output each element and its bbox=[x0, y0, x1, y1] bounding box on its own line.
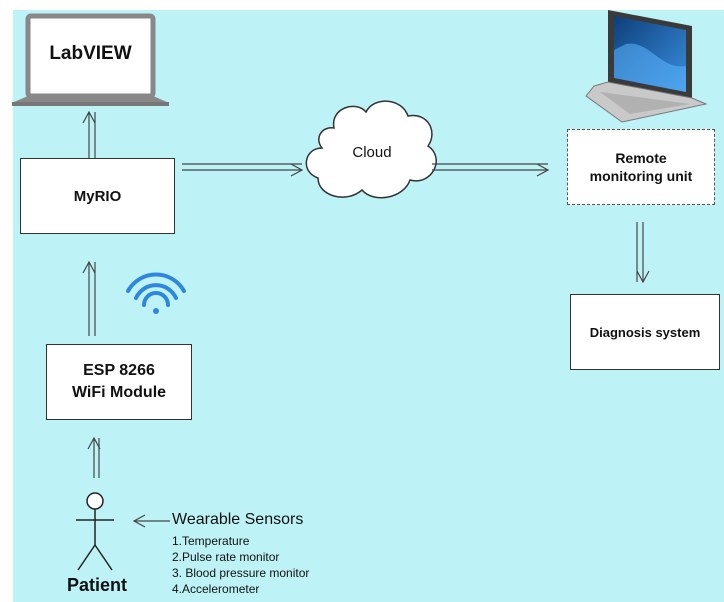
sensor-list: 1.Temperature 2.Pulse rate monitor 3. Bl… bbox=[172, 533, 309, 597]
sensor-item: 4.Accelerometer bbox=[172, 582, 260, 596]
sensor-item: 2.Pulse rate monitor bbox=[172, 550, 280, 564]
wearable-sensors-title: Wearable Sensors bbox=[172, 511, 304, 528]
myrio-label: MyRIO bbox=[73, 187, 122, 205]
cloud-icon bbox=[305, 100, 437, 199]
diagnosis-system-label: Diagnosis system bbox=[589, 324, 701, 340]
laptop-icon bbox=[12, 13, 169, 106]
flow-arrows bbox=[82, 110, 650, 528]
arrow-remote-to-diagnosis bbox=[636, 222, 650, 284]
labview-label: LabVIEW bbox=[49, 43, 132, 64]
sensor-item: 1.Temperature bbox=[172, 534, 250, 548]
arrow-myrio-to-cloud bbox=[182, 163, 304, 177]
wifi-icon bbox=[126, 272, 186, 314]
myrio-box: MyRIO bbox=[20, 158, 175, 234]
arrow-cloud-to-remote bbox=[432, 163, 550, 177]
remote-monitoring-label: Remote monitoring unit bbox=[589, 149, 693, 184]
remote-monitoring-box: Remote monitoring unit bbox=[567, 129, 715, 205]
esp8266-box: ESP 8266 WiFi Module bbox=[46, 344, 192, 420]
patient-label: Patient bbox=[66, 575, 127, 595]
arrow-patient-to-esp bbox=[87, 436, 101, 478]
arrow-esp-to-myrio bbox=[82, 260, 96, 336]
person-icon bbox=[76, 492, 114, 571]
diagnosis-system-box: Diagnosis system bbox=[570, 294, 720, 370]
esp8266-label: ESP 8266 WiFi Module bbox=[71, 362, 167, 401]
arrow-myrio-to-labview bbox=[82, 110, 96, 158]
cloud-label: Cloud bbox=[352, 144, 392, 161]
sensor-item: 3. Blood pressure monitor bbox=[172, 566, 310, 580]
laptop-icon bbox=[585, 10, 708, 123]
